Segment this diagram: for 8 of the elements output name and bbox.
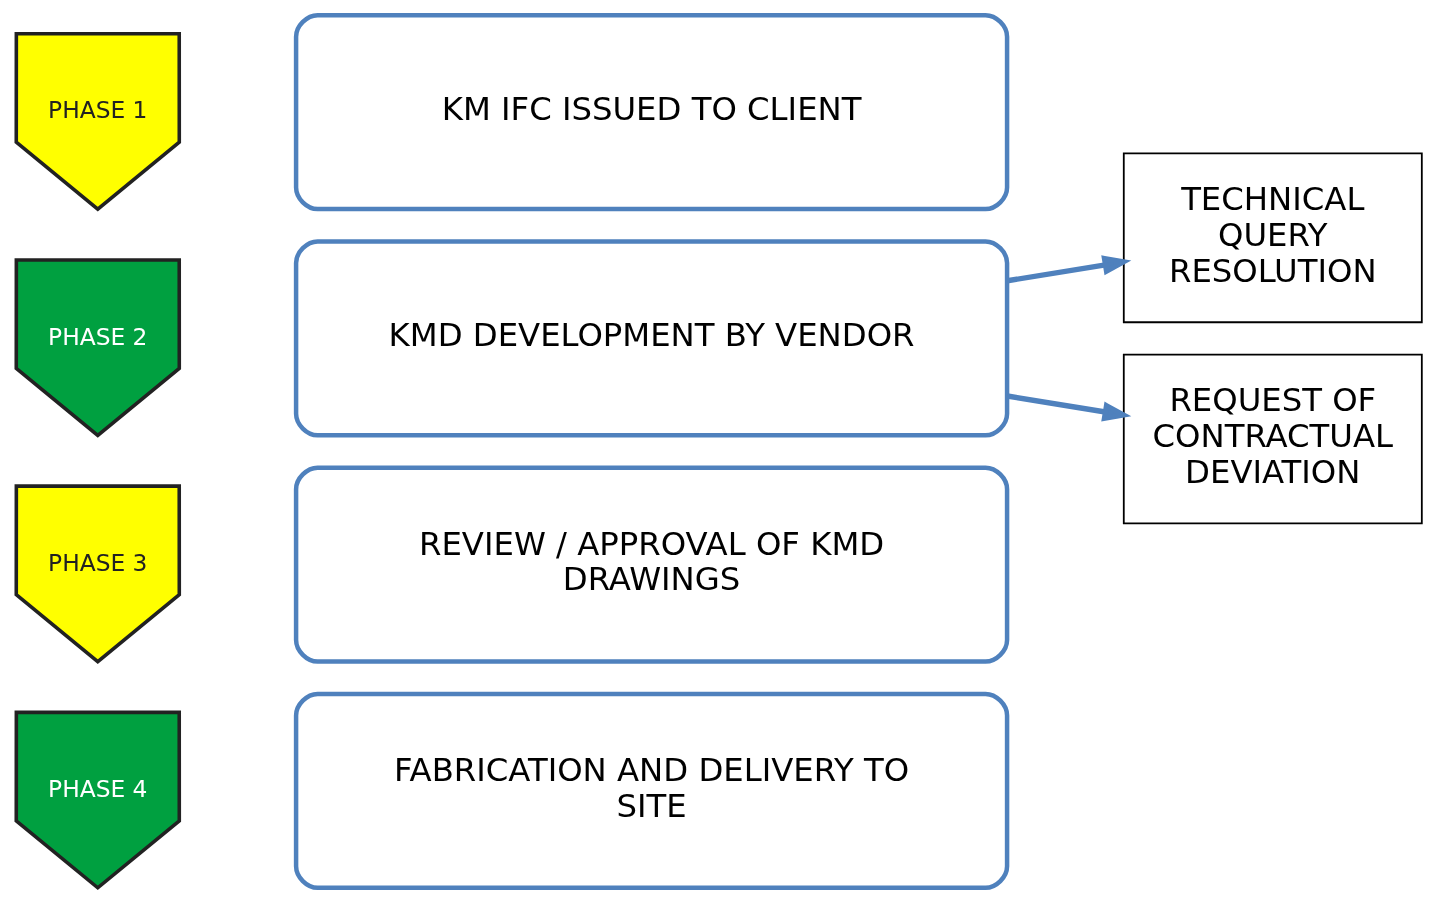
node-box: REVIEW / APPROVAL OF KMD DRAWINGS <box>293 465 1009 664</box>
arrow <box>1006 255 1131 284</box>
node-box: FABRICATION AND DELIVERY TO SITE <box>293 691 1009 891</box>
node-box: KM IFC ISSUED TO CLIENT <box>293 12 1009 212</box>
node-box: KMD DEVELOPMENT BY VENDOR <box>293 239 1009 438</box>
node-box: TECHNICAL QUERY RESOLUTION <box>1122 152 1423 324</box>
arrow <box>1006 393 1131 422</box>
node-box: REQUEST OF CONTRACTUAL DEVIATION <box>1122 353 1423 525</box>
